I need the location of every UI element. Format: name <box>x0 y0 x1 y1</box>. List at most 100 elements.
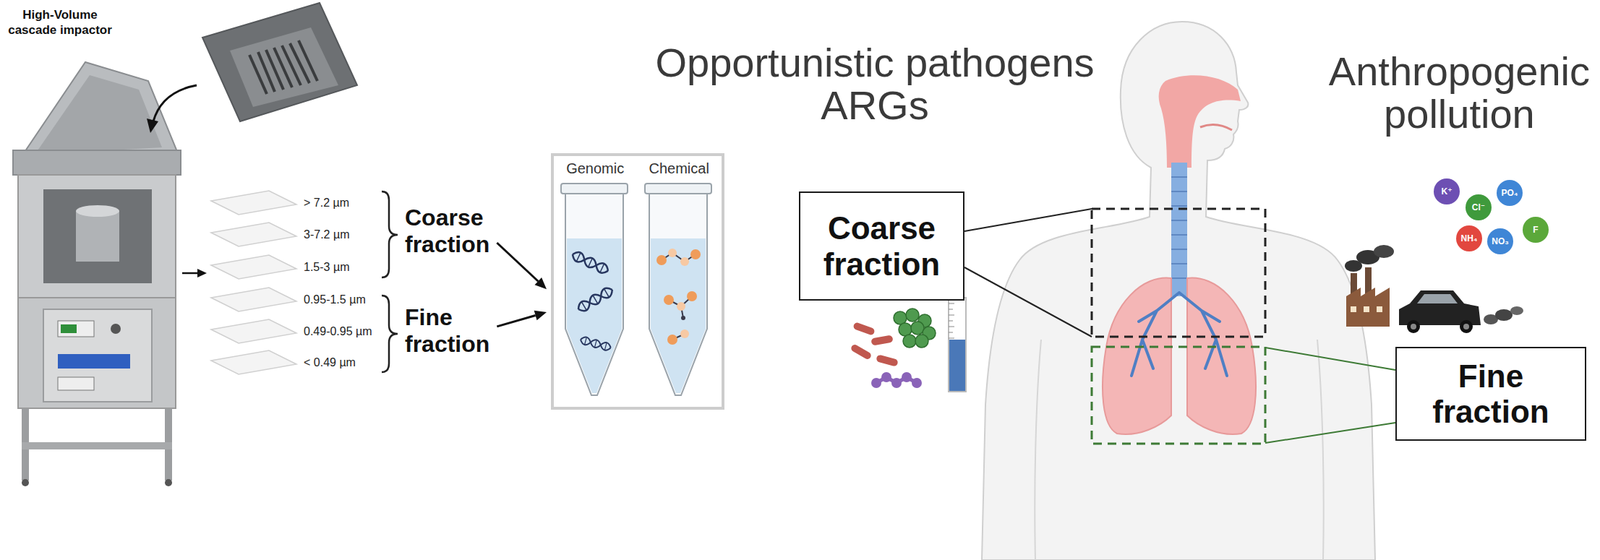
impactor-machine <box>13 62 181 487</box>
size-range: < 0.49 µm <box>303 356 356 370</box>
factory-icon <box>1344 245 1394 327</box>
bacteria-chain <box>871 378 882 389</box>
ion-circle <box>1496 180 1523 207</box>
genomic-tube <box>561 183 628 396</box>
ion-circle <box>1487 228 1514 255</box>
impactor-plate <box>202 2 358 122</box>
size-range: 3-7.2 µm <box>303 228 350 242</box>
factory-icon <box>1376 306 1383 313</box>
ion-label: NH₄ <box>1460 233 1478 244</box>
bacteria-cocci <box>915 334 929 348</box>
genomic-tube <box>561 183 628 194</box>
ion-circle <box>1433 178 1549 255</box>
chemical-tube <box>668 248 677 258</box>
genomic-tube <box>570 250 611 276</box>
flow-arrow <box>496 242 547 290</box>
human-body <box>1171 177 1188 279</box>
size-range: 0.49-0.95 µm <box>303 325 373 339</box>
measuring-tube <box>948 297 966 392</box>
machine-arrow <box>197 268 207 278</box>
chemical-tube <box>644 183 712 194</box>
bacteria-chain <box>911 378 922 389</box>
arrow-head <box>534 310 547 321</box>
measuring-tube <box>948 297 966 392</box>
factory-icon <box>1346 287 1390 327</box>
ion-circle <box>1522 216 1549 243</box>
plate-arrow <box>146 118 159 134</box>
car-icon <box>1406 320 1420 334</box>
filter-stack <box>211 190 297 375</box>
fraction-label: Fine fraction <box>404 304 490 358</box>
bacteria-chain <box>871 372 922 389</box>
brace <box>381 295 398 373</box>
chemical-tube <box>680 329 690 339</box>
size-range: 1.5-3 µm <box>303 261 350 275</box>
sample-tube-box: GenomicChemical <box>550 153 725 410</box>
bacteria-cocci <box>905 308 919 322</box>
human-body <box>1200 125 1232 131</box>
human-body <box>1158 75 1241 168</box>
impactor-machine <box>18 174 176 298</box>
factory-icon <box>1373 245 1394 259</box>
factory-icon <box>1350 306 1357 313</box>
bacteria-rods <box>875 354 899 367</box>
ion-label: PO₄ <box>1500 187 1518 199</box>
filter-stack <box>211 350 297 375</box>
genomic-tube <box>565 193 624 396</box>
machine-arrow <box>182 268 207 278</box>
factory-icon <box>1363 306 1370 313</box>
car-icon <box>1399 290 1524 334</box>
measuring-tube <box>949 339 966 392</box>
impactor-machine <box>60 324 77 334</box>
section-heading: Opportunistic pathogens ARGs <box>643 41 1107 128</box>
impactor-machine <box>75 205 120 217</box>
impactor-machine <box>13 150 181 175</box>
leader-line <box>964 208 1396 444</box>
leader-line <box>1265 347 1396 371</box>
filter-stack <box>211 222 297 247</box>
fraction-text: Coarse fraction <box>404 204 490 259</box>
fraction-text: Fine fraction <box>404 304 490 358</box>
impactor-plate <box>281 45 301 86</box>
car-icon <box>1417 294 1458 304</box>
car-icon <box>1459 320 1473 334</box>
bacteria-rods <box>852 321 876 337</box>
human-body <box>1171 162 1188 297</box>
tube-label: Genomic <box>566 160 624 178</box>
car-icon <box>1410 323 1417 330</box>
arrow-line <box>496 242 538 282</box>
ion-label: F <box>1532 224 1538 235</box>
chemical-tube <box>649 193 708 396</box>
leader-line <box>964 208 1092 232</box>
car-icon <box>1463 323 1470 330</box>
impactor-machine <box>43 189 152 284</box>
impactor-machine <box>43 309 152 402</box>
flow-arrow <box>496 310 547 327</box>
genomic-tube <box>576 285 616 314</box>
impactor-machine <box>21 479 29 487</box>
impactor-machine <box>75 211 120 262</box>
chemical-tube <box>690 249 701 260</box>
chemical-tube <box>667 334 678 345</box>
chemical-tube <box>650 238 706 394</box>
ion-circle <box>1456 225 1483 252</box>
leader-line <box>1265 422 1396 444</box>
bacteria-chain <box>881 372 892 383</box>
filter-stack <box>211 255 297 280</box>
chemical-tube <box>680 257 690 267</box>
bacteria-cocci <box>903 334 917 348</box>
car-icon <box>1495 309 1513 322</box>
measuring-tube <box>948 303 955 339</box>
impactor-machine <box>21 442 173 450</box>
arrow-head <box>535 277 547 290</box>
impactor-plate <box>258 52 275 92</box>
impactor-machine <box>34 75 162 155</box>
plate-arrow <box>153 85 197 122</box>
fraction-box: Fine fraction <box>1395 347 1587 442</box>
ion-circle <box>1433 178 1460 205</box>
bacteria-rods <box>870 334 893 346</box>
chemical-tube <box>686 291 697 302</box>
impactor-plate <box>266 49 284 90</box>
impactor-machine <box>15 62 178 165</box>
arrow-line <box>496 315 536 327</box>
